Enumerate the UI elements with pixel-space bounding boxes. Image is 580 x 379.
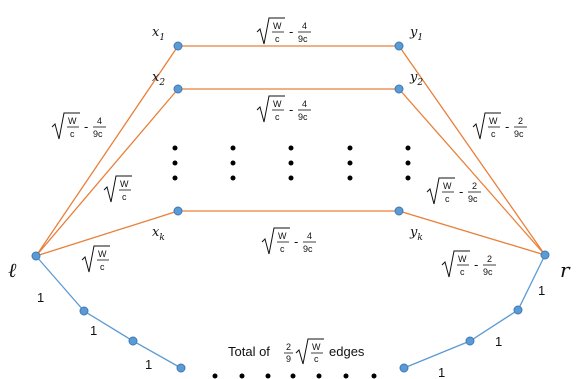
node-l — [31, 251, 41, 261]
horizontal-ellipsis-dots — [212, 373, 377, 379]
svg-text:W: W — [458, 254, 467, 264]
svg-text:c: c — [275, 34, 280, 44]
weight-1-b: 1 — [90, 323, 97, 338]
svg-text:c: c — [314, 354, 319, 364]
node-path-left-2 — [128, 336, 138, 346]
node-x2 — [173, 84, 183, 94]
label-y2: y2 — [409, 70, 423, 88]
svg-text:W: W — [489, 116, 498, 126]
svg-text:c: c — [445, 194, 450, 204]
svg-text:c: c — [275, 112, 280, 122]
svg-text:W: W — [312, 342, 321, 352]
svg-text:4: 4 — [302, 99, 307, 109]
weight-1-d: 1 — [438, 365, 445, 379]
svg-text:9c: 9c — [483, 267, 493, 277]
node-path-right-3 — [513, 305, 523, 315]
svg-text:9c: 9c — [468, 194, 478, 204]
path-left — [35, 255, 182, 369]
svg-text:W: W — [68, 116, 77, 126]
label-xk: xk — [152, 225, 165, 243]
edge-y2-r — [398, 88, 546, 256]
weight-1-f: 1 — [538, 283, 545, 298]
svg-text:4: 4 — [307, 231, 312, 241]
edge-yk-r — [398, 210, 546, 256]
svg-text:c: c — [491, 129, 496, 139]
node-path-right-1 — [399, 363, 409, 373]
edge-y1-r — [398, 45, 546, 256]
svg-text:c: c — [280, 244, 285, 254]
node-y1 — [394, 41, 404, 51]
edge-l-x1 — [35, 45, 179, 257]
svg-text:W: W — [120, 179, 129, 189]
svg-text:-: - — [474, 257, 478, 272]
weight-y1-r: W c - 2 9c — [472, 112, 527, 140]
vertical-ellipsis-dots — [172, 145, 411, 181]
weight-xk-yk: W c - 4 9c — [261, 227, 316, 255]
weight-y2-r: W c - 2 9c — [426, 177, 481, 205]
svg-text:4: 4 — [97, 116, 102, 126]
path-right — [403, 254, 546, 369]
node-xk — [173, 206, 183, 216]
svg-text:9c: 9c — [514, 129, 524, 139]
weight-yk-r: W c - 2 9c — [441, 250, 496, 278]
weight-l-x1: W c - 4 9c — [51, 112, 106, 140]
svg-text:9c: 9c — [298, 112, 308, 122]
node-path-left-1 — [79, 306, 89, 316]
svg-text:-: - — [289, 24, 293, 39]
svg-text:-: - — [505, 119, 509, 134]
weight-1-c: 1 — [145, 357, 152, 372]
caption-total-edges: Total of 2 9 W c edges — [228, 338, 365, 365]
edge-l-x2 — [35, 88, 179, 257]
label-r: r — [560, 258, 571, 282]
svg-text:4: 4 — [302, 21, 307, 31]
svg-text:W: W — [273, 21, 282, 31]
svg-text:c: c — [122, 192, 127, 202]
weight-l-xk: W c — [81, 245, 110, 273]
weight-x1-y1: W c - 4 9c — [256, 17, 311, 45]
svg-text:2: 2 — [487, 254, 492, 264]
label-x2: x2 — [152, 70, 165, 88]
weight-1-a: 1 — [37, 290, 44, 305]
label-x1: x1 — [152, 25, 165, 43]
svg-text:W: W — [273, 99, 282, 109]
node-path-left-3 — [176, 363, 186, 373]
weight-l-x2: W c — [103, 175, 132, 203]
svg-text:c: c — [70, 129, 75, 139]
label-l: ℓ — [8, 258, 17, 282]
svg-text:-: - — [459, 184, 463, 199]
svg-text:2: 2 — [472, 181, 477, 191]
label-yk: yk — [409, 225, 423, 243]
svg-text:W: W — [443, 181, 452, 191]
weight-x2-y2: W c - 4 9c — [256, 95, 311, 123]
edge-l-xk — [35, 210, 179, 257]
node-x1 — [173, 41, 183, 51]
svg-text:9: 9 — [286, 354, 291, 364]
node-path-right-2 — [465, 336, 475, 346]
svg-text:W: W — [98, 249, 107, 259]
svg-text:-: - — [294, 234, 298, 249]
node-yk — [394, 206, 404, 216]
svg-text:-: - — [289, 102, 293, 117]
svg-text:9c: 9c — [298, 34, 308, 44]
svg-text:c: c — [100, 262, 105, 272]
svg-text:c: c — [460, 267, 465, 277]
svg-text:9c: 9c — [303, 244, 313, 254]
svg-text:9c: 9c — [93, 129, 103, 139]
label-y1: y1 — [409, 25, 423, 43]
svg-text:W: W — [278, 231, 287, 241]
node-r — [540, 250, 550, 260]
svg-text:2: 2 — [518, 116, 523, 126]
svg-text:-: - — [84, 119, 88, 134]
node-y2 — [394, 84, 404, 94]
weight-1-e: 1 — [495, 334, 502, 349]
svg-text:edges: edges — [329, 344, 365, 359]
svg-text:2: 2 — [286, 342, 291, 352]
svg-text:Total of: Total of — [228, 344, 270, 359]
